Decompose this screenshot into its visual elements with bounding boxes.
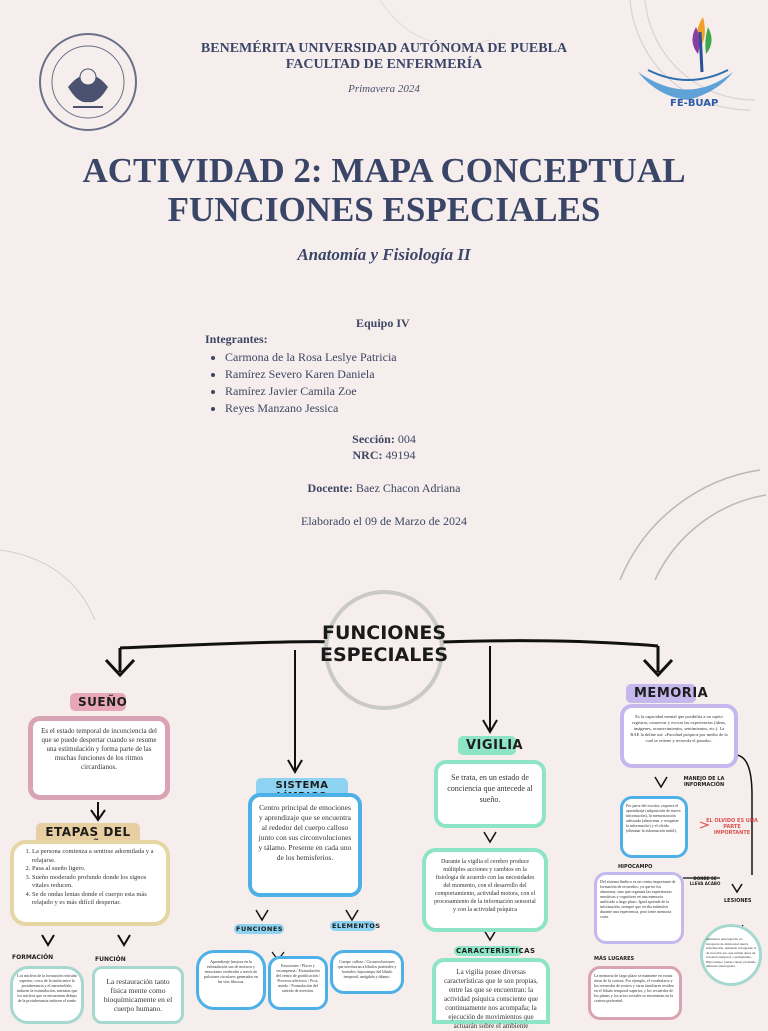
hipocampo-box: Del sistema límbico es un centro importa… — [594, 872, 684, 944]
funcion-box: La restauración tanto física mente como … — [92, 966, 184, 1024]
etapa-item: La persona comienza a sentirse adormilad… — [32, 848, 160, 865]
vigilia-box-2: Durante la vigilia el cerebro produce mú… — [422, 848, 548, 932]
manejo-label: MANEJO DE LA INFORMACIÓN — [683, 776, 725, 788]
faculty-name: FACULTAD DE ENFERMERÍA — [285, 57, 483, 72]
date-line: Elaborado el 09 de Marzo de 2024 — [301, 514, 467, 528]
lesiones-box: Amnésica anterógrada: no incapaces de al… — [700, 924, 762, 986]
manejo-box: Por parte del escritor, requiere el apre… — [620, 796, 688, 858]
funciones-text-1: Aprendizaje (mejora en la estimulación s… — [204, 959, 258, 984]
members-list: Carmona de la Rosa Leslye Patricia Ramír… — [205, 349, 565, 417]
decorative-arcs-right — [619, 469, 767, 580]
decorative-arcs-left — [0, 549, 96, 620]
elementos-box: Cuerpo calloso / Circunvoluciones que in… — [330, 950, 404, 994]
center-title-line2: ESPECIALES — [319, 644, 449, 666]
etapas-list: La persona comienza a sentirse adormilad… — [20, 848, 160, 908]
teacher-label: Docente: — [307, 481, 353, 495]
etapa-item: Pasa al sueño ligero. — [32, 865, 160, 874]
center-node — [324, 590, 444, 710]
section-value: 004 — [397, 432, 416, 446]
member-item: Carmona de la Rosa Leslye Patricia — [225, 349, 565, 366]
vigilia-box: Se trata, en un estado de conciencia que… — [434, 760, 546, 828]
concept-map-connectors — [41, 639, 753, 961]
etapa-item: Sueño moderado profundo donde los signos… — [32, 874, 160, 891]
formacion-label: FORMACIÓN — [12, 954, 54, 961]
teacher-value: Baez Chacon Adriana — [355, 481, 461, 495]
lugares-text: La memoria de largo plazo se mantiene en… — [594, 973, 674, 1003]
sueno-tag: SUEÑO — [70, 693, 127, 711]
funciones-box-1: Aprendizaje (mejora en la estimulación s… — [196, 950, 266, 1010]
funcion-label: FUNCIÓN — [95, 956, 126, 963]
lesiones-text: Amnésica anterógrada: no incapaces de al… — [706, 937, 756, 968]
memoria-box: Es la capacidad mental que posibilita a … — [620, 704, 738, 768]
team-name: Equipo IV — [356, 316, 410, 330]
formacion-text: Los núcleos de la formación reticular su… — [16, 973, 78, 1003]
memoria-text: Es la capacidad mental que posibilita a … — [630, 714, 728, 743]
nrc-value: 49194 — [385, 448, 416, 462]
donde-label: DONDE SE LLEVA ACABO — [689, 876, 721, 886]
member-item: Ramírez Severo Karen Daniela — [225, 366, 565, 383]
elementos-tag: ELEMENTOS — [330, 921, 381, 931]
vigilia-text-2: Durante la vigilia el cerebro produce mú… — [434, 859, 536, 913]
team-info: Integrantes: Carmona de la Rosa Leslye P… — [205, 332, 565, 417]
member-item: Reyes Manzano Jessica — [225, 400, 565, 417]
center-title-line1: FUNCIONES — [321, 622, 447, 644]
section-label: Sección: — [352, 432, 395, 446]
fe-buap-logo-text: FE-BUAP — [670, 98, 719, 109]
sueno-text: Es el estado temporal de inconciencia de… — [41, 727, 157, 771]
olvido-note: EL OLVIDO ES UNA PARTE IMPORTANTE — [706, 818, 758, 836]
limbico-box: Centro principal de emociones y aprendiz… — [248, 793, 362, 897]
lugares-label: MÁS LUGARES — [594, 956, 635, 962]
teacher-line: Docente: Baez Chacon Adriana — [0, 481, 768, 496]
funciones-box-2: Emociones / Placer y recompensa / Estimu… — [268, 956, 328, 1010]
page-title-line1: ACTIVIDAD 2: MAPA CONCEPTUAL — [82, 151, 686, 190]
nrc-line: NRC: 49194 — [0, 448, 768, 463]
sueno-box: Es el estado temporal de inconciencia de… — [28, 716, 170, 800]
page-title-line2: FUNCIONES ESPECIALES — [167, 190, 601, 229]
caracteristicas-tag: CARACTERÍSTICAS — [454, 946, 536, 956]
etapa-item: Se de ondas lentas donde el cuerpo esta … — [32, 891, 160, 908]
caracteristicas-box: La vigilia posee diversas característica… — [432, 958, 550, 1030]
limbico-text: Centro principal de emociones y aprendiz… — [258, 803, 352, 862]
section-line: Sección: 004 — [0, 432, 768, 447]
hipocampo-text: Del sistema límbico es un centro importa… — [600, 879, 676, 919]
caracteristicas-text: La vigilia posee diversas característica… — [444, 968, 538, 1030]
buap-seal-logo — [38, 32, 138, 132]
subject-name: Anatomía y Fisiología II — [297, 245, 471, 264]
elementos-text: Cuerpo calloso / Circunvoluciones que in… — [337, 959, 397, 979]
term: Primavera 2024 — [348, 83, 420, 95]
member-item: Ramírez Javier Camila Zoe — [225, 383, 565, 400]
etapas-box: La persona comienza a sentirse adormilad… — [10, 840, 170, 926]
lesiones-label: LESIONES — [724, 898, 752, 904]
memoria-tag: MEMORIA — [626, 684, 708, 703]
vigilia-tag: VIGILIA — [458, 736, 523, 755]
university-name: BENEMÉRITA UNIVERSIDAD AUTÓNOMA DE PUEBL… — [200, 41, 568, 56]
formacion-box: Los núcleos de la formación reticular su… — [10, 966, 84, 1024]
fe-buap-logo: FE-BUAP — [628, 12, 738, 118]
members-label: Integrantes: — [205, 332, 268, 346]
vigilia-text: Se trata, en un estado de conciencia que… — [447, 773, 533, 804]
nrc-label: NRC: — [352, 448, 383, 462]
funciones-text-2: Emociones / Placer y recompensa / Estimu… — [276, 963, 320, 993]
funciones-tag: FUNCIONES — [234, 924, 284, 934]
funcion-text: La restauración tanto física mente como … — [103, 977, 173, 1013]
manejo-text: Por parte del escritor, requiere el apre… — [626, 803, 681, 833]
lugares-box: La memoria de largo plazo se mantiene en… — [588, 966, 682, 1020]
hipocampo-label: HIPOCAMPO — [618, 864, 653, 870]
center-node-title: FUNCIONES ESPECIALES — [318, 622, 450, 666]
